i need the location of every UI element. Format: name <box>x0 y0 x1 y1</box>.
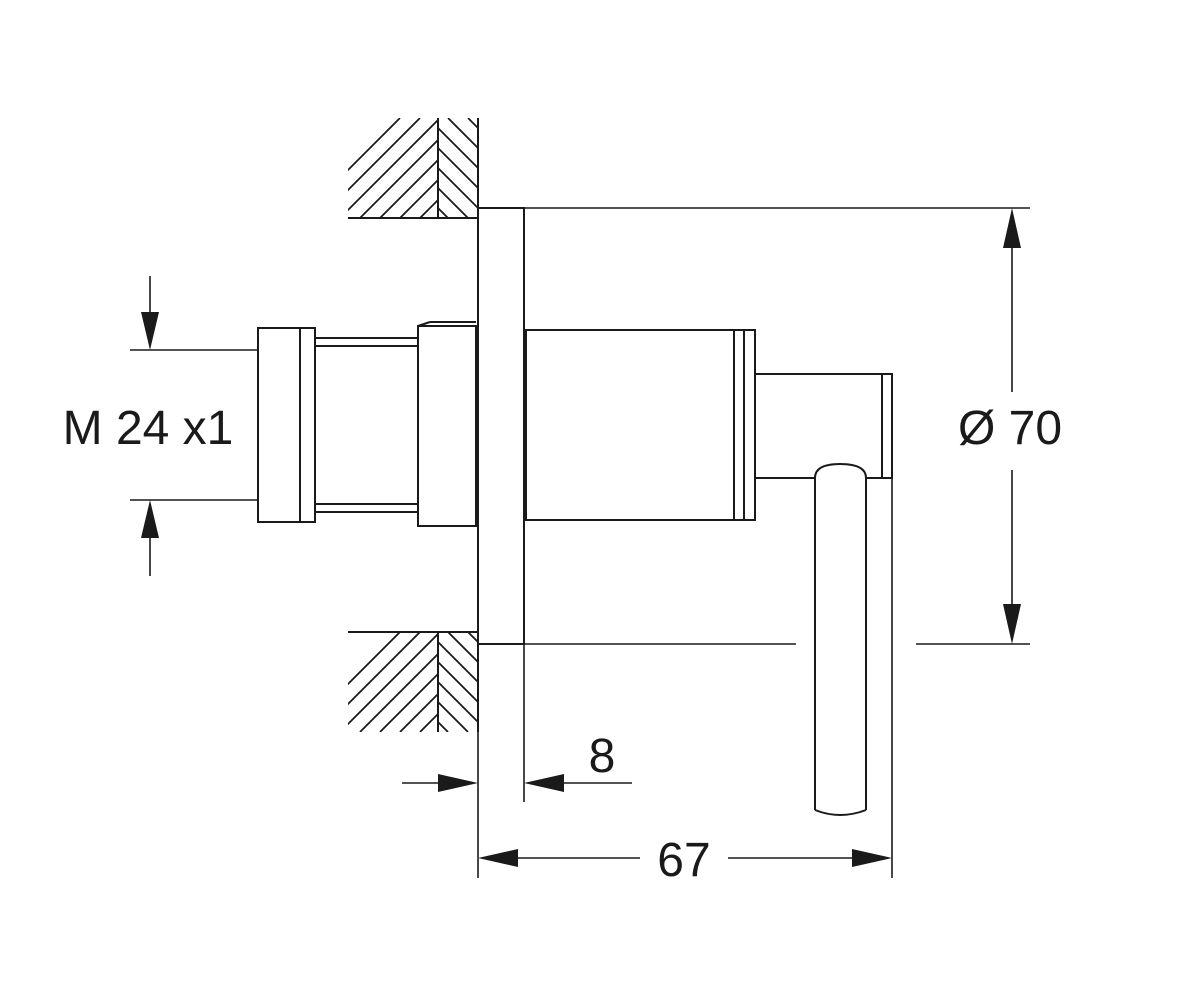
dimension-thread: M 24 x1 <box>63 276 258 576</box>
dimension-total-depth: 67 <box>478 478 893 887</box>
valve-body <box>257 207 893 816</box>
inner-body <box>417 325 477 527</box>
plate-thickness-label: 8 <box>589 730 616 783</box>
lever-handle <box>814 462 867 816</box>
arrowhead-left <box>478 849 518 867</box>
arrowhead-down <box>141 312 159 350</box>
main-cylinder <box>525 329 756 521</box>
dimension-plate-thickness: 8 <box>402 644 632 878</box>
handle-hub <box>755 373 883 479</box>
arrowhead-down <box>1003 604 1021 644</box>
dimension-diameter: Ø 70 <box>524 207 1062 645</box>
arrowhead-right <box>438 774 478 792</box>
total-depth-label: 67 <box>657 834 710 887</box>
wall-plate <box>477 207 525 645</box>
arrowhead-up <box>141 500 159 538</box>
wall-section-top <box>348 118 479 219</box>
arrowhead-right <box>852 849 892 867</box>
arrowhead-up <box>1003 208 1021 248</box>
thread-nut <box>257 327 316 523</box>
thread-label: M 24 x1 <box>63 402 234 455</box>
wall-section-bottom <box>348 631 479 732</box>
arrowhead-left <box>524 774 564 792</box>
diameter-label: Ø 70 <box>958 402 1062 455</box>
